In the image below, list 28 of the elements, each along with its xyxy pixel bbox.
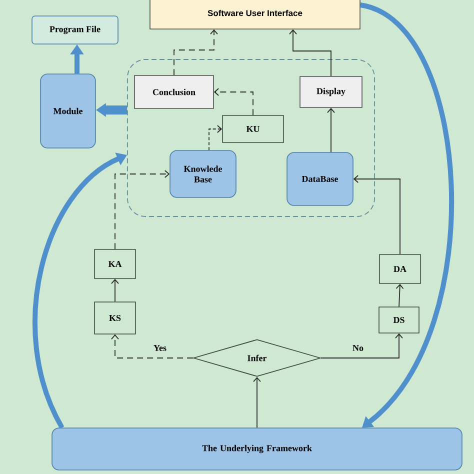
process-box: KS: [94, 302, 136, 334]
arrow: [114, 170, 170, 250]
arrow: [253, 376, 261, 428]
edge-label: Yes: [152, 344, 168, 352]
module-box: Knowlede Base: [170, 150, 236, 198]
module-box: Module: [40, 74, 96, 148]
file-box: Program File: [32, 16, 118, 44]
group-outline: [127, 59, 375, 217]
edge-label: No: [352, 344, 364, 352]
arrow: [289, 29, 332, 77]
arrow: [111, 334, 194, 358]
process-box: DS: [378, 306, 420, 334]
process-box: KU: [222, 115, 284, 143]
module-box: DataBase: [286, 152, 354, 206]
arrow: [320, 333, 403, 358]
arrow: [396, 284, 404, 308]
arrow: [111, 278, 119, 302]
process-box: KA: [94, 249, 136, 279]
arrow: [353, 175, 400, 255]
arrow: [174, 29, 218, 76]
process-box: DA: [379, 254, 421, 284]
arrow: [327, 108, 335, 153]
arrow: [208, 125, 222, 151]
arrow: [214, 88, 254, 116]
process-box: Display: [300, 76, 362, 108]
process-box: Conclusion: [134, 75, 214, 109]
interface-box: Software User Interface: [150, 0, 360, 30]
module-box: The Underlying Framework: [52, 428, 462, 470]
